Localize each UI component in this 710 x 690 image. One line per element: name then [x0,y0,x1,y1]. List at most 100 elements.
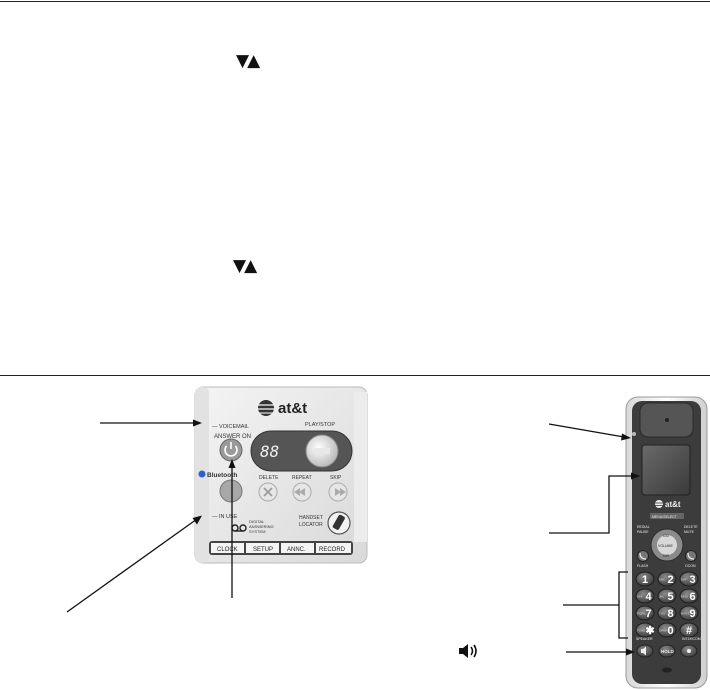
system-name-line: DIGITAL [249,519,265,524]
speaker-icon [458,643,480,664]
keypad-key-cap[interactable] [635,605,655,621]
bluetooth-label: Bluetooth [207,472,237,479]
keypad-key-cap[interactable] [635,622,655,638]
keypad-key-number: 5 [668,591,674,603]
indicator-light [632,432,636,436]
callout-in-use-light [66,515,202,613]
section-divider [0,375,710,376]
keypad-key[interactable]: # [679,622,699,638]
keypad-key-number: 6 [690,591,696,603]
intercom-label: INTERCOM [682,637,701,641]
hold-label: HOLD [661,649,674,654]
repeat-button[interactable] [292,482,312,502]
delete-label: DELETE [259,475,279,481]
cid-label: CID [663,534,670,538]
system-name-line: SYSTEM [249,529,265,534]
annc-button[interactable] [281,543,314,553]
skip-button[interactable] [328,482,348,502]
handset-locator-label: HANDSET [299,515,323,521]
base-logo: at&t [258,400,307,417]
keypad-key-cap[interactable] [679,588,699,604]
setup-button[interactable] [246,543,279,553]
keypad-key-letters: PQRS [637,612,646,616]
mute-label: MUTE [684,530,695,534]
volume-label: VOLUME [658,544,673,548]
keypad-key-letters: JKL [659,595,665,599]
keypad-key-cap[interactable] [657,605,677,621]
base-bottom-buttons: CLOCK SETUP ANNC. RECORD [209,541,353,555]
delete-button[interactable] [258,482,278,502]
voicemail-label: — VOICEMAIL [212,424,249,430]
nav-ring[interactable] [650,528,684,562]
keypad-key-cap[interactable] [635,571,655,587]
callout-indicator-light [548,423,631,441]
keypad-key-number: 8 [668,608,674,620]
keypad-key-cap[interactable] [657,588,677,604]
keypad-key[interactable]: TONE✱ [635,622,655,638]
play-stop-button[interactable] [305,434,339,468]
record-button[interactable] [316,543,351,553]
annc-label: ANNC. [287,547,306,553]
in-use-label: — IN USE [212,514,238,520]
keypad-key-cap[interactable] [679,622,699,638]
intercom-button[interactable] [680,644,698,658]
speakerphone-button[interactable] [636,644,654,658]
handset-screen [641,444,691,496]
clock-label: CLOCK [217,547,238,553]
keypad-key-cap[interactable] [679,571,699,587]
bluetooth-button[interactable] [219,479,243,503]
clock-button[interactable] [211,543,244,553]
keypad-key-letters: WXYZ [681,612,690,616]
keypad-key-number: 9 [690,608,696,620]
play-stop-label: PLAY/STOP [305,422,335,428]
keypad-key-number: # [686,625,692,637]
callout-speakerphone-key [566,648,635,656]
handset-logo: at&t [655,500,681,509]
callout-screen [549,472,640,534]
flash-label: FLASH [637,564,649,568]
redial-label: REDIAL [637,525,650,529]
keypad-key-letters: GHI [637,595,643,599]
callout-voicemail-light [100,419,202,427]
callout-keypad [563,571,628,639]
nav-arrows-icon: ▼▲ [233,256,257,276]
base-unit: at&t — VOICEMAIL ANSWER ON PLAY/STOP 88 … [194,386,368,564]
handset-locator-label: LOCATOR [299,522,323,528]
voicemail-logo: DIGITAL ANSWERING SYSTEM [231,519,274,534]
talk-button[interactable] [637,550,649,562]
keypad-key-number: 2 [668,574,674,586]
keypad-key-letters: MNO [681,595,689,599]
repeat-label: REPEAT [292,475,312,481]
handset-locator-button[interactable] [327,511,351,535]
keypad-key-letters: TONE [637,629,645,633]
answer-on-button[interactable] [219,438,243,462]
pause-label: PAUSE [637,530,649,534]
dir-label: DIR [663,554,670,558]
keypad-key-cap[interactable] [635,588,655,604]
answer-on-label: ANSWER ON [214,434,251,440]
menu-label: MENU/SELECT [652,515,678,519]
keypad-key-number: 4 [646,591,653,603]
keypad-key-cap[interactable] [657,622,677,638]
off-button[interactable] [685,550,697,562]
menu-select-button[interactable] [650,513,684,519]
hold-button[interactable]: HOLD [658,644,676,658]
keypad-key-cap[interactable] [657,571,677,587]
delete-label-handset: DELETE [684,525,698,529]
message-counter: 88 [260,442,279,461]
keypad-key[interactable]: 1 [635,571,655,587]
keypad-key-cap[interactable] [679,605,699,621]
base-brand-text: at&t [278,400,307,417]
top-rule [0,1,710,2]
